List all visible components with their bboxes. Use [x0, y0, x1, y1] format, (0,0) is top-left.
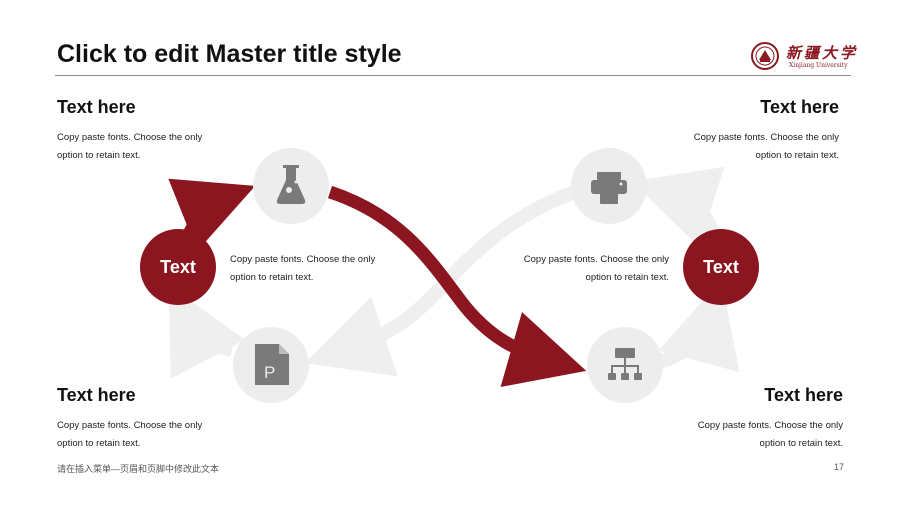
printer-icon [591, 172, 627, 204]
title-divider [55, 75, 851, 76]
heading-bottom-left: Text here [57, 385, 136, 405]
body-top-right: Copy paste fonts. Choose the only option… [693, 132, 839, 161]
body-top-left: Copy paste fonts. Choose the only option… [57, 132, 203, 161]
seal-icon [751, 42, 779, 70]
heading-bottom-right: Text here [764, 385, 843, 405]
red-curve-left [168, 178, 256, 252]
light-curve-main [304, 185, 578, 377]
red-curve-main [327, 185, 587, 387]
university-logo [751, 42, 779, 70]
right-node: Text [683, 229, 759, 305]
org-chart-icon [608, 348, 642, 380]
logo-name-en: Xinjiang University [789, 62, 848, 69]
document-p-icon: P [255, 344, 289, 385]
body-bottom-right: Copy paste fonts. Choose the only option… [697, 420, 843, 449]
left-node: Text [140, 229, 216, 305]
heading-top-left: Text here [57, 97, 136, 117]
slide-title: Click to edit Master title style [57, 40, 402, 68]
footer-text: 请在插入菜单—页眉和页脚中修改此文本 [57, 464, 220, 474]
page-number: 17 [833, 462, 844, 472]
body-bottom-left: Copy paste fonts. Choose the only option… [57, 420, 203, 449]
flask-icon [276, 165, 306, 204]
light-curve-left [168, 285, 245, 379]
logo-name-cn: 新疆大学 [786, 44, 859, 62]
center-right-text: Copy paste fonts. Choose the only option… [523, 254, 669, 283]
heading-top-right: Text here [760, 97, 839, 117]
center-left-text: Copy paste fonts. Choose the only option… [230, 254, 376, 283]
light-curve-right-bottom [657, 280, 740, 373]
light-curve-right-top [631, 166, 725, 247]
svg-text:P: P [264, 363, 275, 382]
